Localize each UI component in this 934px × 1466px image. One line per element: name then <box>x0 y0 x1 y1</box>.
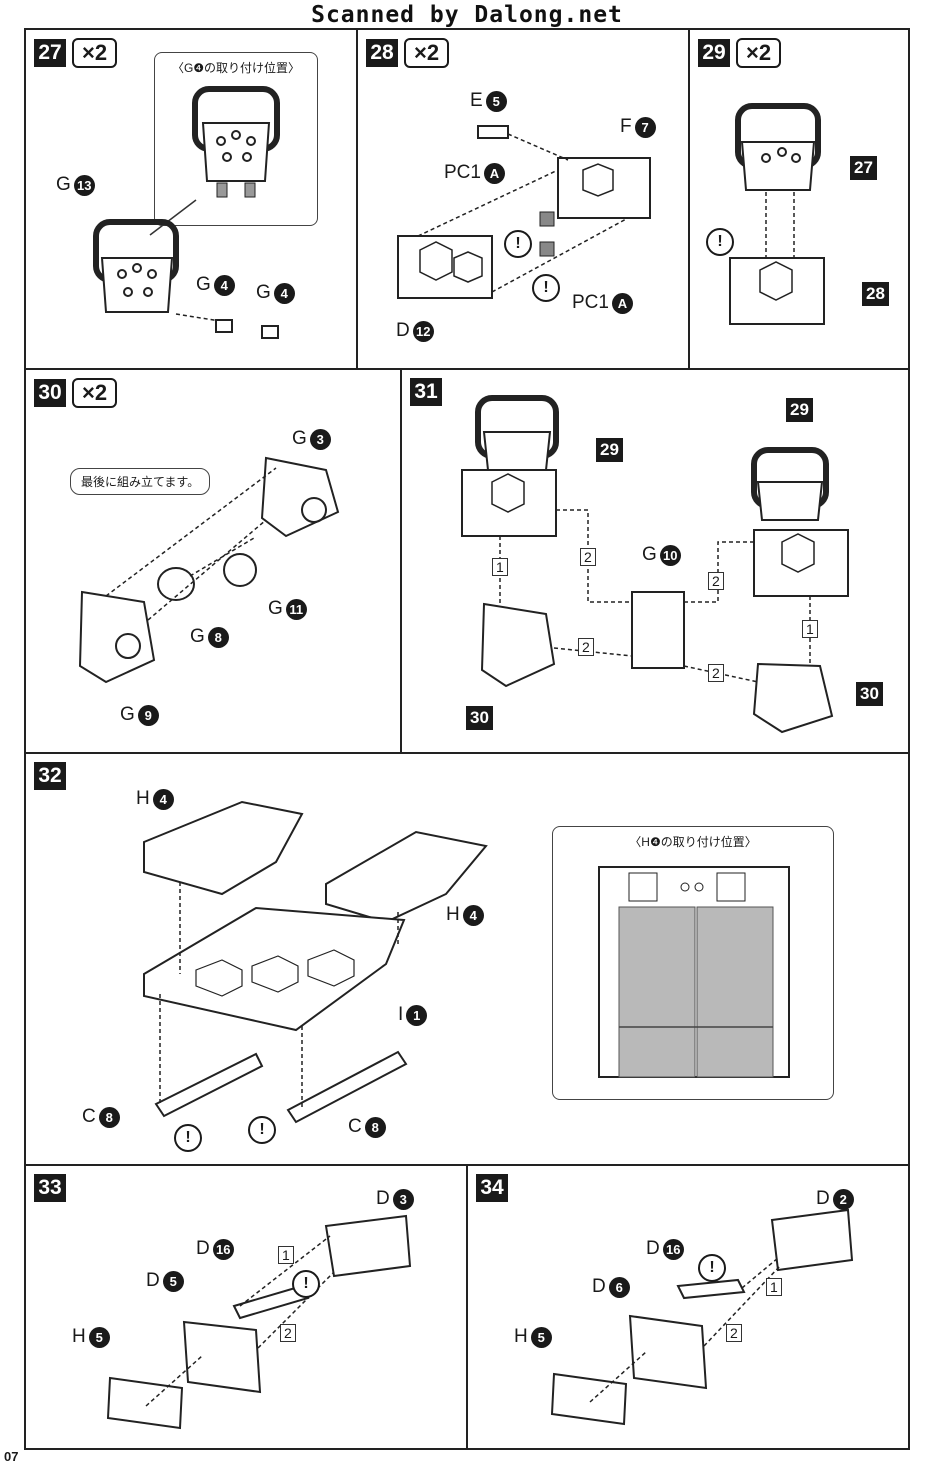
position-inset: 〈G❹の取り付け位置〉 <box>154 52 318 226</box>
subassembly-ref: 29 <box>596 438 623 462</box>
subassembly-ref: 28 <box>862 282 889 306</box>
step-number: 27 <box>34 39 66 67</box>
step-number: 32 <box>34 762 66 790</box>
top-view-drawing <box>598 866 790 1078</box>
quantity-badge: ×2 <box>72 378 118 408</box>
warning-icon: ! <box>248 1116 276 1144</box>
warning-icon: ! <box>174 1124 202 1152</box>
warning-icon: ! <box>504 230 532 258</box>
subassembly-ref: 27 <box>850 156 877 180</box>
step-number: 34 <box>476 1174 508 1202</box>
handle-detail-drawing <box>192 86 280 198</box>
inset-title: 〈H❹の取り付け位置〉 <box>629 835 757 849</box>
warning-icon: ! <box>532 274 560 302</box>
warning-icon: ! <box>292 1270 320 1298</box>
position-inset: 〈H❹の取り付け位置〉 <box>552 826 834 1100</box>
seat-drawing <box>550 1208 854 1426</box>
step-header: 27 ×2 <box>34 38 118 68</box>
subassembly-ref: 30 <box>466 706 493 730</box>
assembly-drawing <box>729 103 825 325</box>
inset-title: 〈G❹の取り付け位置〉 <box>171 61 301 75</box>
watermark: Scanned by Dalong.net <box>311 2 623 28</box>
sequence-number: 2 <box>580 548 596 566</box>
sequence-number: 1 <box>766 1278 782 1296</box>
step-header: 31 <box>410 378 442 406</box>
warning-icon: ! <box>706 228 734 256</box>
sequence-number: 2 <box>708 572 724 590</box>
subassembly-ref: 30 <box>856 682 883 706</box>
handle-drawing <box>93 199 279 339</box>
quantity-badge: ×2 <box>72 38 118 68</box>
step-header: 29 ×2 <box>698 38 782 68</box>
step-29-panel: 29 ×2 27 28 ! <box>688 28 910 370</box>
seat-drawing <box>106 1214 412 1430</box>
page-number: 07 <box>4 1449 19 1464</box>
step-header: 34 <box>476 1174 508 1202</box>
sequence-number: 2 <box>280 1324 296 1342</box>
joint-drawing <box>78 456 340 684</box>
note-callout: 最後に組み立てます。 <box>70 468 211 495</box>
step-number: 30 <box>34 379 66 407</box>
sequence-number: 1 <box>278 1246 294 1264</box>
step-number: 33 <box>34 1174 66 1202</box>
subassembly-ref: 29 <box>786 398 813 422</box>
quantity-badge: ×2 <box>736 38 782 68</box>
step-number: 28 <box>366 39 398 67</box>
sequence-number: 1 <box>492 558 508 576</box>
quantity-badge: ×2 <box>404 38 450 68</box>
sequence-number: 2 <box>726 1324 742 1342</box>
sequence-number: 2 <box>708 664 724 682</box>
step-header: 28 ×2 <box>366 38 450 68</box>
step-header: 32 <box>34 762 66 790</box>
step-header: 30 ×2 <box>34 378 118 408</box>
sequence-number: 2 <box>578 638 594 656</box>
step-header: 33 <box>34 1174 66 1202</box>
step-number: 31 <box>410 378 442 406</box>
warning-icon: ! <box>698 1254 726 1282</box>
sequence-number: 1 <box>802 620 818 638</box>
base-plate-drawing <box>143 800 488 1124</box>
step-number: 29 <box>698 39 730 67</box>
block-drawing <box>397 125 651 299</box>
